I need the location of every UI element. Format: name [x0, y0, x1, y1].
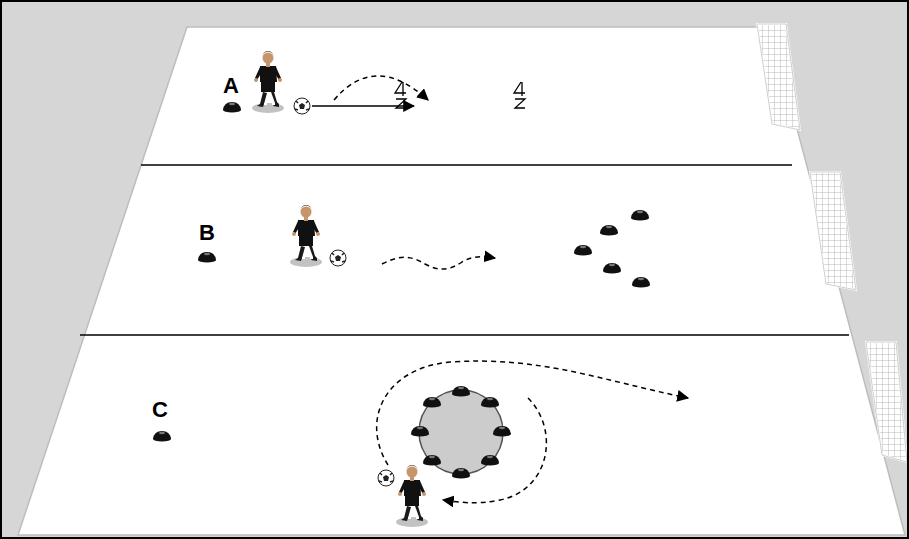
cone-ring [411, 386, 511, 479]
station-label: C [152, 399, 168, 421]
goal [757, 24, 800, 130]
player [290, 205, 322, 267]
cone [153, 431, 171, 442]
cone [632, 277, 650, 288]
lane-line [141, 164, 792, 166]
cone [603, 263, 621, 274]
dribble-arrow [382, 257, 495, 269]
hurdle [514, 82, 525, 108]
lane-line [80, 334, 849, 336]
station-label: B [199, 222, 215, 244]
ball [378, 470, 394, 486]
hurdle [395, 82, 406, 108]
cone [574, 245, 592, 256]
station-label: A [223, 75, 239, 97]
goal [810, 172, 856, 290]
ball [294, 98, 310, 114]
cone [631, 210, 649, 221]
ball [330, 250, 346, 266]
cone [198, 252, 216, 263]
circle-area [419, 390, 503, 474]
run-arrow [334, 76, 428, 100]
player [252, 51, 284, 113]
dribble-arrow [443, 398, 546, 503]
player [396, 465, 428, 527]
cone [223, 102, 241, 113]
cone [600, 225, 618, 236]
goal [866, 342, 907, 462]
dribble-arrow [377, 361, 688, 465]
